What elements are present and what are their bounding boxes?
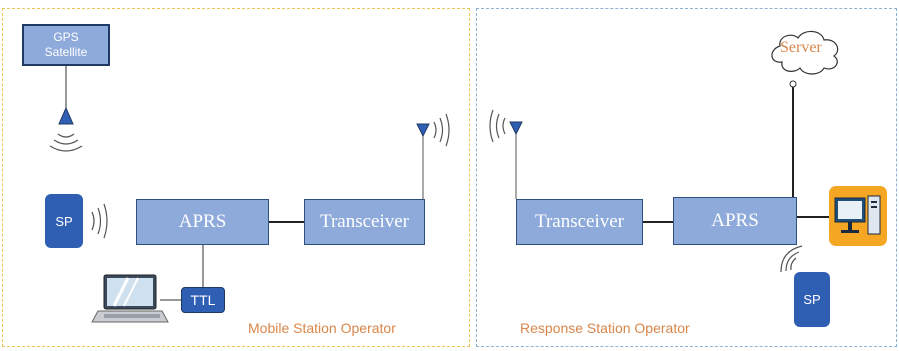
mobile-antenna-signal-waves-icon <box>433 113 450 147</box>
server-cloud-icon <box>771 30 839 75</box>
response-antenna-signal-waves-icon <box>489 109 506 143</box>
response-transceiver-antenna-icon <box>509 121 523 199</box>
response-transceiver-box: Transceiver <box>516 199 643 245</box>
response-sp-signal-waves-icon <box>780 245 803 273</box>
response-smartphone-icon: SP <box>794 272 830 327</box>
response-aprs-box: APRS <box>673 197 797 245</box>
ttl-adapter-box: TTL <box>181 287 225 313</box>
response-sp-label: SP <box>803 292 821 307</box>
mobile-aprs-label: APRS <box>178 211 227 232</box>
mobile-station-panel <box>2 8 470 347</box>
ttl-label: TTL <box>190 292 216 308</box>
mobile-station-caption: Mobile Station Operator <box>248 320 396 336</box>
gps-signal-waves-icon <box>49 133 83 152</box>
mobile-smartphone-icon: SP <box>45 194 83 248</box>
gps-satellite-box: GPS Satellite <box>22 24 110 66</box>
response-transceiver-label: Transceiver <box>535 211 624 232</box>
mobile-transceiver-label: Transceiver <box>320 211 409 232</box>
mobile-sp-label: SP <box>55 213 73 229</box>
response-station-caption: Response Station Operator <box>520 320 690 336</box>
mobile-aprs-box: APRS <box>136 199 269 245</box>
gps-antenna-icon <box>58 66 74 125</box>
mobile-transceiver-box: Transceiver <box>304 199 425 245</box>
response-aprs-label: APRS <box>711 210 759 231</box>
mobile-transceiver-antenna-icon <box>416 123 430 199</box>
gps-label-line2: Satellite <box>44 45 88 59</box>
desktop-computer-icon <box>829 186 887 246</box>
response-station-panel <box>476 8 897 347</box>
server-label: Server <box>780 39 822 56</box>
gps-label-line1: GPS <box>53 30 79 44</box>
laptop-icon <box>91 274 169 323</box>
sp-signal-waves-icon <box>91 203 108 239</box>
